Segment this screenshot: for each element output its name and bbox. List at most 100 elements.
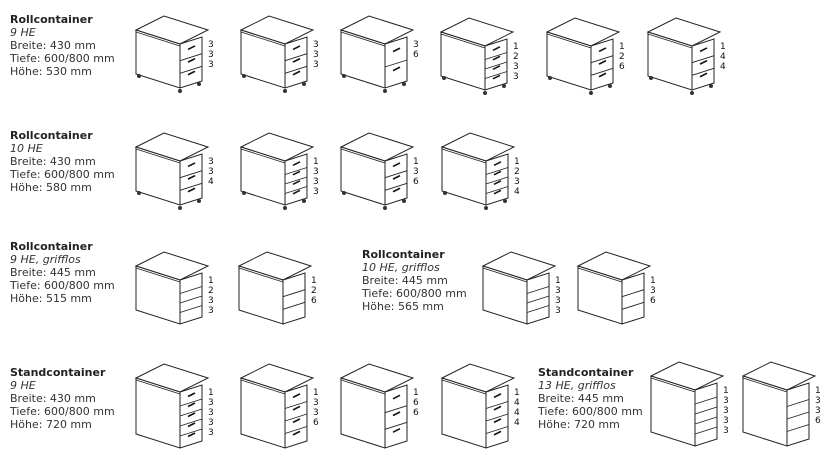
drawer-divider [384,170,408,179]
spec-height: Höhe: 530 mm [10,65,92,78]
spec-depth: Tiefe: 600/800 mm [538,405,643,418]
drawer-divider [179,428,203,437]
drawer-divider [590,67,614,76]
drawer-divider [384,59,408,68]
wheel [548,76,552,80]
drawer-divider [484,52,508,60]
drawer-divider [284,401,308,409]
drawer-divider [284,426,308,434]
drawer-divider [179,398,203,407]
drawer-code: 2 [513,52,519,62]
drawer-divider [179,408,203,417]
spec-width: Breite: 430 mm [10,155,96,168]
spec-title: Rollcontainer [10,13,93,26]
drawer-divider [484,71,508,79]
drawer-code: 1 [313,157,319,167]
drawer-handle [292,405,301,411]
container-front [786,382,810,447]
top-edge-line [135,31,181,47]
container-svg [339,132,415,210]
container-front [384,384,408,449]
wheel [242,191,246,195]
drawer-code: 3 [208,408,214,418]
drawer-divider [179,170,203,179]
spec-title: Rollcontainer [10,240,93,253]
drawer-code: 3 [313,398,319,408]
drawer-divider [284,53,308,62]
drawer-code: 3 [413,40,419,50]
drawer-code: 3 [208,60,214,70]
spec-width: Breite: 445 mm [10,266,96,279]
drawer-divider [284,413,308,422]
drawer-divider [694,396,718,405]
container-svg [440,363,516,449]
wheel [383,89,387,93]
wheel [484,206,488,210]
drawer-code: 3 [208,418,214,428]
container-svg [439,17,515,95]
spec-title: Standcontainer [10,366,106,379]
spec-width: Breite: 430 mm [10,39,96,52]
container-svg [239,363,315,449]
drawer-code: 1 [208,276,214,286]
wheel [342,191,346,195]
drawer-divider [694,426,718,435]
container-front [694,382,718,447]
drawer-handle [292,45,301,51]
drawer-code: 4 [514,187,520,197]
spec-width: Breite: 445 mm [362,274,448,287]
drawer-handle [187,70,196,76]
drawer-code: 6 [413,50,419,60]
spec-title: Rollcontainer [10,129,93,142]
drawer-handle [392,394,401,400]
drawer-divider [485,186,509,194]
spec-subtitle: 13 HE, grifflos [538,379,616,392]
container-svg [545,17,621,95]
drawer-divider [786,399,810,407]
drawer-divider [526,286,550,294]
wheel [242,74,246,78]
drawer-code: 3 [555,306,561,316]
drawer-code: 1 [413,388,419,398]
wheel [608,84,612,88]
drawer-divider [384,182,408,191]
wheel [178,206,182,210]
drawer-divider [694,416,718,425]
drawer-code: 1 [514,157,520,167]
spec-depth: Tiefe: 600/800 mm [10,405,115,418]
drawer-divider [694,406,718,415]
container-front [179,153,203,206]
drawer-code: 1 [313,388,319,398]
drawer-code: 3 [208,296,214,306]
drawer-handle [292,430,301,436]
drawer-divider [179,418,203,427]
drawer-divider [179,53,203,62]
drawer-handle [392,162,401,168]
drawer-code: 3 [815,396,821,406]
spec-height: Höhe: 720 mm [10,418,92,431]
drawer-code: 4 [514,398,520,408]
drawer-handle [493,170,502,176]
drawer-code: 4 [720,52,726,62]
spec-depth: Tiefe: 600/800 mm [10,168,115,181]
drawer-divider [485,426,509,434]
top-edge-line [240,379,286,395]
drawer-handle [392,187,401,193]
drawer-handle [187,432,196,438]
top-edge-line [238,267,284,283]
wheel [283,206,287,210]
drawer-handle [392,66,401,72]
